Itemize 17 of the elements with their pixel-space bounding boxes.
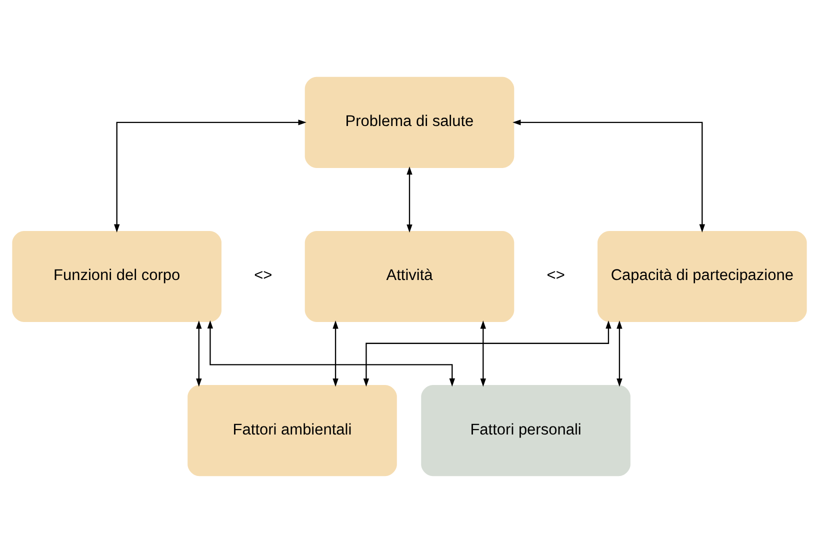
node-box: Funzioni del corpo [12,230,222,322]
arrow [480,320,486,386]
arrow [207,320,455,386]
arrow [512,119,705,232]
label: <> [546,266,565,284]
arrow [406,166,412,232]
node-box: Attività [304,230,514,322]
node-box: Fattori personali [421,384,630,476]
arrow [114,119,306,232]
node-box: Fattori ambientali [188,384,397,476]
label: <> [254,266,272,284]
arrow [196,320,202,386]
arrow [616,320,622,386]
arrow [332,320,338,386]
node-box: Problema di salute [304,76,514,168]
arrow [363,320,612,386]
node-box: Capacità di partecipazione [598,230,807,322]
